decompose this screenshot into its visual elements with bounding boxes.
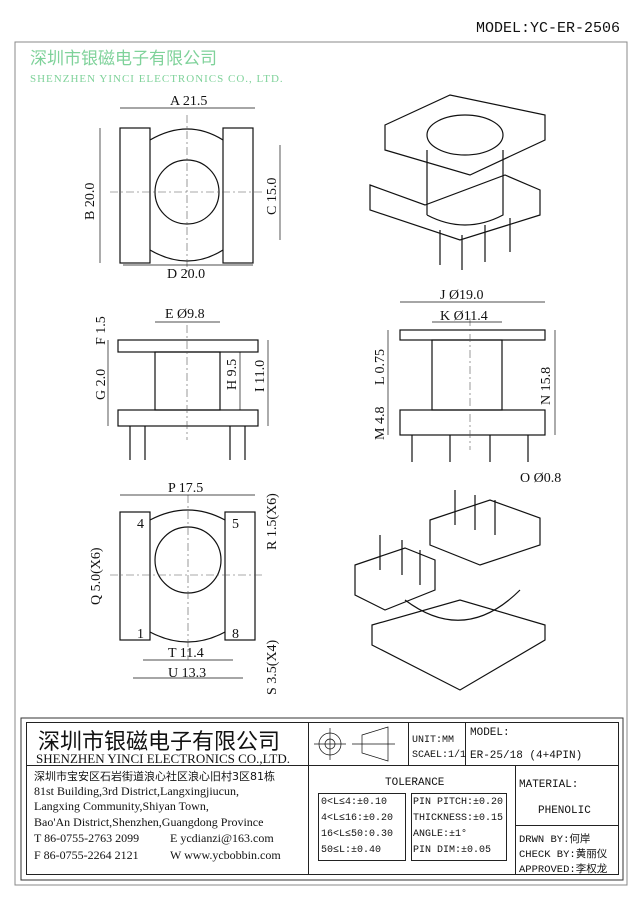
pin-label-8: 8 (232, 627, 239, 642)
approved-by: APPROVED:李权龙 (519, 864, 608, 876)
tolerance-title: TOLERANCE (385, 777, 445, 789)
bottom-view (110, 494, 265, 679)
unit-label: UNIT:MM (412, 735, 455, 746)
tolerance-right-box (411, 793, 507, 861)
dim-e: E Ø9.8 (165, 307, 205, 322)
isometric-view-bottom (354, 490, 546, 691)
material-value: PHENOLIC (538, 805, 591, 817)
tolerance-left-0: 0<L≤4:±0.10 (321, 797, 388, 808)
tolerance-right-3: PIN DIM:±0.05 (413, 845, 492, 856)
dim-f: F 1.5 (94, 316, 109, 345)
model-label: MODEL: (470, 727, 510, 739)
dim-c: C 15.0 (265, 178, 280, 215)
company-name-cn: 深圳市银磁电子有限公司 (38, 730, 281, 755)
dim-r: R 1.5(X6) (265, 493, 280, 550)
dim-q: Q 5.0(X6) (89, 547, 104, 605)
drawn-by: DRWN BY:何岸 (519, 834, 591, 846)
isometric-view-top (369, 94, 546, 270)
side-view-right (387, 301, 556, 462)
dim-h: H 9.5 (225, 359, 240, 390)
watermark: 深圳市银磁电子有限公司 SHENZHEN YINCI ELECTRONICS C… (30, 49, 284, 85)
telephone: T 86-0755-2763 2099 (34, 831, 140, 845)
material-label: MATERIAL: (519, 779, 579, 791)
tolerance-left-box (318, 793, 406, 861)
address-line-1: 81st Building,3rd District,Langxingjiucu… (34, 784, 239, 798)
address-cn: 深圳市宝安区石岩街道浪心社区浪心旧村3区81栋 (34, 770, 275, 783)
email-link[interactable]: E ycdianzi@163.com (170, 831, 274, 845)
address-line-2: Langxing Community,Shiyan Town, (34, 799, 209, 813)
dim-p: P 17.5 (168, 481, 203, 496)
dim-m: M 4.8 (373, 407, 388, 440)
watermark-cn: 深圳市银磁电子有限公司 (30, 49, 217, 68)
side-view-left (107, 321, 269, 460)
outer-frame (14, 41, 628, 886)
dim-l: L 0.75 (373, 349, 388, 385)
check-by: CHECK BY:黄丽仪 (519, 849, 608, 861)
projection-symbol-icon (314, 726, 395, 762)
address-line-3: Bao'An District,Shenzhen,Guangdong Provi… (34, 815, 264, 829)
tolerance-right-0: PIN PITCH:±0.20 (413, 797, 504, 808)
dim-j: J Ø19.0 (440, 288, 484, 303)
website-link[interactable]: W www.ycbobbin.com (170, 848, 281, 862)
pin-label-1: 1 (137, 627, 144, 642)
pin-label-5: 5 (232, 517, 239, 532)
dim-u: U 13.3 (168, 666, 206, 681)
title-frame (20, 717, 624, 881)
model-header: MODEL:YC-ER-2506 (475, 20, 620, 37)
symbol-cell (308, 722, 409, 766)
tolerance-right-2: ANGLE:±1° (413, 829, 468, 840)
pin-label-4: 4 (137, 517, 144, 532)
watermark-en: SHENZHEN YINCI ELECTRONICS CO., LTD. (30, 73, 284, 85)
dim-s: S 3.5(X4) (265, 639, 280, 695)
signature-cell (515, 825, 619, 875)
tolerance-left-2: 16<L≤50:0.30 (321, 829, 394, 840)
company-name-en: SHENZHEN YINCI ELECTRONICS CO.,LTD. (36, 751, 290, 766)
dim-a: A 21.5 (170, 94, 207, 109)
scale-label: SCAEL:1/1 (412, 750, 467, 761)
dim-g: G 2.0 (94, 369, 109, 400)
dim-t: T 11.4 (168, 646, 204, 661)
dim-k: K Ø11.4 (440, 309, 488, 324)
dim-i: I 11.0 (253, 360, 268, 392)
tolerance-left-3: 50≤L:±0.40 (321, 845, 382, 856)
tolerance-right-1: THICKNESS:±0.15 (413, 813, 504, 824)
model-value: ER-25/18 (4+4PIN) (470, 750, 583, 762)
fax: F 86-0755-2264 2121 (34, 848, 139, 862)
dim-b: B 20.0 (83, 183, 98, 220)
top-view (99, 107, 281, 275)
dim-o: O Ø0.8 (520, 471, 561, 486)
dim-n: N 15.8 (539, 367, 554, 405)
dim-d: D 20.0 (167, 267, 205, 282)
tolerance-left-1: 4<L≤16:±0.20 (321, 813, 394, 824)
